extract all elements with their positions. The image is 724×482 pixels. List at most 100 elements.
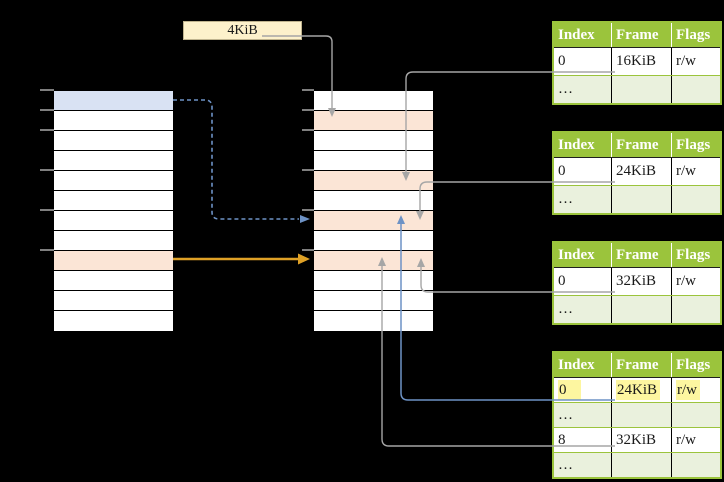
physical-memory-column-row-3 <box>314 151 433 171</box>
table-cell <box>611 296 671 323</box>
address-tick <box>40 89 54 91</box>
table-cell: 24KiB <box>611 378 671 402</box>
physical-memory-column-row-11 <box>314 311 433 331</box>
arrow-virtual-page-to-frame-orange <box>173 253 310 265</box>
header-cell-index: Index <box>558 247 595 263</box>
physical-memory-column-row-5 <box>314 191 433 211</box>
physical-memory-column-row-9 <box>314 271 433 291</box>
address-tick <box>40 169 54 171</box>
table-cell <box>671 403 720 427</box>
table-cell: … <box>554 186 611 213</box>
page-table-2-row-1: … <box>554 186 720 213</box>
address-tick <box>302 129 314 131</box>
table-cell: 16KiB <box>611 48 671 75</box>
physical-memory-column-row-7 <box>314 231 433 251</box>
table-cell: r/w <box>671 48 720 75</box>
physical-memory-column <box>313 90 434 332</box>
header-cell-frame: Frame <box>611 133 671 157</box>
virtual-memory-column-row-6 <box>54 211 173 231</box>
physical-memory-column-row-2 <box>314 131 433 151</box>
address-tick <box>40 109 54 111</box>
table-cell: 0 <box>554 378 611 402</box>
virtual-memory-column-row-7 <box>54 231 173 251</box>
page-table-3-row-1: … <box>554 296 720 323</box>
address-tick <box>40 129 54 131</box>
virtual-memory-column-row-4 <box>54 171 173 191</box>
table-cell <box>671 453 720 477</box>
table-cell: 24KiB <box>611 158 671 185</box>
virtual-memory-column-row-5 <box>54 191 173 211</box>
table-cell: … <box>554 403 611 427</box>
table-cell <box>611 453 671 477</box>
header-cell-index: Index <box>558 137 595 153</box>
address-tick <box>40 249 54 251</box>
table-cell: 32KiB <box>611 428 671 452</box>
table-cell <box>611 403 671 427</box>
virtual-memory-column-row-0 <box>54 91 173 111</box>
table-cell: 0 <box>554 268 611 295</box>
physical-memory-column-row-6 <box>314 211 433 231</box>
virtual-memory-column-row-11 <box>54 311 173 331</box>
table-cell: 0 <box>554 158 611 185</box>
physical-memory-column-row-10 <box>314 291 433 311</box>
virtual-memory-column-row-3 <box>54 151 173 171</box>
header-cell-index: Index <box>558 357 595 373</box>
address-tick <box>302 169 314 171</box>
address-tick <box>40 209 54 211</box>
address-tick <box>302 109 314 111</box>
physical-memory-column-row-1 <box>314 111 433 131</box>
physical-memory-column-row-0 <box>314 91 433 111</box>
virtual-memory-column-row-8 <box>54 251 173 271</box>
virtual-memory-column-row-2 <box>54 131 173 151</box>
arrow-virtual-page-to-frame-dashed <box>173 99 310 223</box>
header-cell-flags: Flags <box>671 353 720 377</box>
table-cell: 0 <box>554 48 611 75</box>
table-cell: r/w <box>671 158 720 185</box>
address-tick <box>302 209 314 211</box>
address-tick <box>302 89 314 91</box>
table-cell <box>671 76 720 103</box>
table-cell <box>671 186 720 213</box>
highlighted-value: 24KiB <box>616 380 661 400</box>
table-cell: r/w <box>671 268 720 295</box>
virtual-memory-column-row-9 <box>54 271 173 291</box>
page-table-4-row-1: … <box>554 403 720 428</box>
table-cell: r/w <box>671 428 720 452</box>
header-cell-frame: Frame <box>611 23 671 47</box>
table-cell <box>611 186 671 213</box>
table-cell: 8 <box>554 428 611 452</box>
physical-memory-column-row-4 <box>314 171 433 191</box>
header-cell-flags: Flags <box>671 243 720 267</box>
header-cell-frame: Frame <box>611 243 671 267</box>
physical-memory-column-row-8 <box>314 251 433 271</box>
table-cell: … <box>554 453 611 477</box>
header-cell-flags: Flags <box>671 133 720 157</box>
header-cell-flags: Flags <box>671 23 720 47</box>
table-cell: 32KiB <box>611 268 671 295</box>
virtual-memory-column-row-1 <box>54 111 173 131</box>
table-cell: … <box>554 76 611 103</box>
highlighted-value: r/w <box>676 380 700 400</box>
table-cell: r/w <box>671 378 720 402</box>
page-table-1-row-1: … <box>554 76 720 103</box>
page-size-label-text: 4KiB <box>227 23 258 38</box>
highlighted-value: 0 <box>558 380 581 400</box>
header-cell-frame: Frame <box>611 353 671 377</box>
page-table-4-row-0: 0 24KiB r/w <box>554 378 720 403</box>
header-cell-index: Index <box>558 27 595 43</box>
table-cell <box>611 76 671 103</box>
virtual-memory-column <box>53 90 174 332</box>
